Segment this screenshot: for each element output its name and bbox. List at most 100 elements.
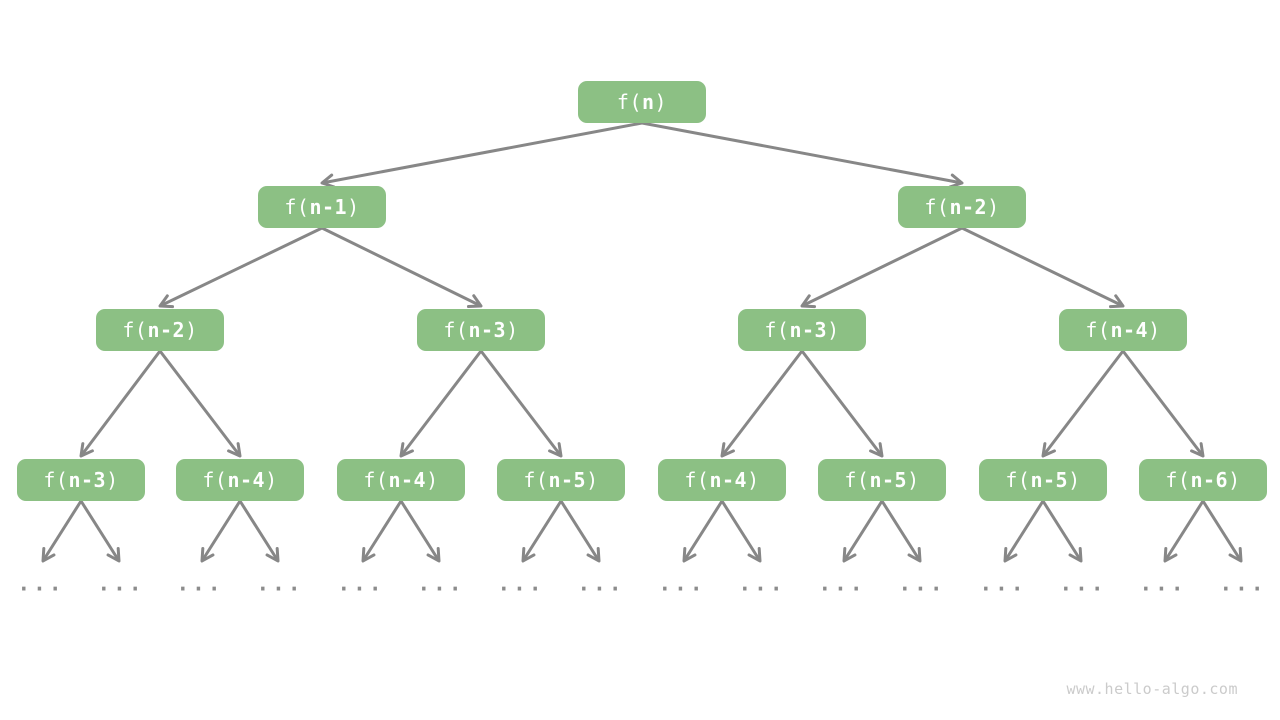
node-label-suffix: )	[1068, 468, 1081, 492]
node-label-argument: n-4	[1110, 318, 1149, 342]
edge-arrow	[720, 350, 804, 458]
edge-arrow	[641, 121, 964, 189]
tree-node: f(n-4)	[658, 459, 786, 501]
edge-arrow	[1041, 350, 1125, 458]
edge-arrow	[1003, 500, 1045, 563]
node-label-prefix: f(	[844, 468, 870, 492]
node-label-prefix: f(	[764, 318, 790, 342]
node-label-argument: n-5	[1030, 468, 1069, 492]
edge-arrow	[200, 500, 242, 563]
tree-node: f(n-3)	[417, 309, 545, 351]
node-label-prefix: f(	[523, 468, 549, 492]
ellipsis-dots: ...	[1139, 571, 1187, 596]
node-label-argument: n-5	[548, 468, 587, 492]
edge-arrow	[720, 500, 762, 563]
tree-node: f(n-4)	[337, 459, 465, 501]
edge-arrow	[1201, 500, 1243, 563]
ellipsis-dots: ...	[337, 571, 385, 596]
edge-arrow	[79, 350, 162, 458]
node-label-suffix: )	[586, 468, 599, 492]
edge-arrow	[521, 500, 563, 563]
watermark: www.hello-algo.com	[1066, 680, 1238, 698]
tree-node: f(n-3)	[17, 459, 145, 501]
node-label-suffix: )	[907, 468, 920, 492]
node-label-argument: n-4	[709, 468, 748, 492]
ellipsis-dots: ...	[818, 571, 866, 596]
tree-node: f(n-3)	[738, 309, 866, 351]
ellipsis-dots: ...	[97, 571, 145, 596]
node-label-prefix: f(	[443, 318, 469, 342]
node-label-argument: n-2	[147, 318, 186, 342]
edge-arrow	[559, 500, 601, 563]
edge-arrow	[1163, 500, 1205, 563]
node-label-suffix: )	[185, 318, 198, 342]
tree-node: f(n-6)	[1139, 459, 1267, 501]
tree-node: f(n-5)	[818, 459, 946, 501]
node-label-suffix: )	[347, 195, 360, 219]
tree-node: f(n-5)	[497, 459, 625, 501]
tree-node: f(n-2)	[898, 186, 1026, 228]
edge-arrow	[961, 226, 1125, 309]
edge-arrow	[238, 500, 280, 563]
node-label-prefix: f(	[924, 195, 950, 219]
edge-arrow	[800, 350, 884, 458]
edge-arrow	[158, 226, 323, 309]
tree-node: f(n-4)	[1059, 309, 1187, 351]
ellipsis-dots: ...	[1219, 571, 1267, 596]
ellipsis-dots: ...	[898, 571, 946, 596]
node-label-argument: n-4	[388, 468, 427, 492]
tree-node: f(n-5)	[979, 459, 1107, 501]
node-label-prefix: f(	[1165, 468, 1191, 492]
edge-arrow	[842, 500, 884, 563]
tree-node: f(n-4)	[176, 459, 304, 501]
node-label-prefix: f(	[284, 195, 310, 219]
edge-arrow	[158, 350, 242, 458]
node-label-suffix: )	[265, 468, 278, 492]
node-label-suffix: )	[987, 195, 1000, 219]
edge-arrow	[361, 500, 403, 563]
node-label-suffix: )	[827, 318, 840, 342]
node-label-argument: n-6	[1190, 468, 1229, 492]
node-label-argument: n-2	[949, 195, 988, 219]
node-label-argument: n-3	[468, 318, 507, 342]
node-label-suffix: )	[106, 468, 119, 492]
node-label-suffix: )	[506, 318, 519, 342]
node-label-prefix: f(	[616, 90, 642, 114]
edge-arrow	[682, 500, 724, 563]
node-label-prefix: f(	[122, 318, 148, 342]
node-label-suffix: )	[1228, 468, 1241, 492]
edge-arrow	[1041, 500, 1083, 563]
node-label-prefix: f(	[1085, 318, 1111, 342]
edge-arrow	[41, 500, 83, 563]
edge-arrow	[880, 500, 922, 563]
ellipsis-dots: ...	[176, 571, 224, 596]
ellipsis-dots: ...	[577, 571, 625, 596]
edge-arrow	[399, 350, 483, 458]
tree-node: f(n-1)	[258, 186, 386, 228]
node-label-argument: n-3	[68, 468, 107, 492]
node-label-argument: n	[642, 90, 655, 114]
ellipsis-dots: ...	[497, 571, 545, 596]
node-label-prefix: f(	[1005, 468, 1031, 492]
edge-arrow	[399, 500, 441, 563]
ellipsis-dots: ...	[979, 571, 1027, 596]
node-label-prefix: f(	[684, 468, 710, 492]
node-label-argument: n-1	[309, 195, 348, 219]
ellipsis-dots: ...	[738, 571, 786, 596]
ellipsis-dots: ...	[417, 571, 465, 596]
ellipsis-dots: ...	[658, 571, 706, 596]
edge-arrow	[321, 226, 483, 309]
node-label-suffix: )	[1148, 318, 1161, 342]
edge-arrow	[79, 500, 121, 563]
edge-arrow	[479, 350, 563, 458]
ellipsis-dots: ...	[256, 571, 304, 596]
edge-arrow	[800, 226, 963, 309]
node-label-argument: n-4	[227, 468, 266, 492]
ellipsis-dots: ...	[1059, 571, 1107, 596]
node-label-suffix: )	[747, 468, 760, 492]
node-label-suffix: )	[426, 468, 439, 492]
node-label-argument: n-5	[869, 468, 908, 492]
edge-arrow	[320, 121, 643, 189]
